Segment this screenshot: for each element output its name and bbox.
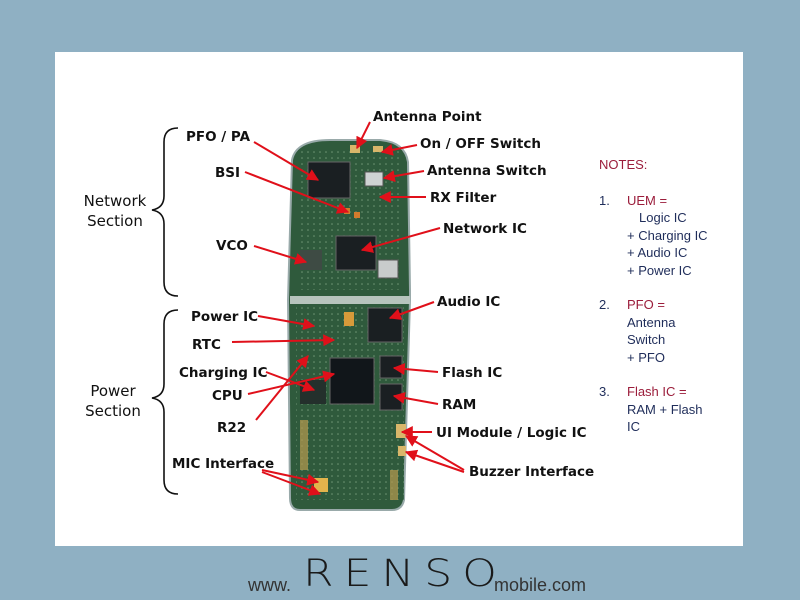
arrow-vco [253,245,308,265]
label-rtc: RTC [192,337,221,353]
label-flash-ic: Flash IC [442,365,502,381]
arrow-antenna-switch [382,170,425,183]
arrow-r22 [255,355,309,421]
cpu-chip [329,357,375,405]
note-line: + Audio IC [627,245,688,260]
note-line: Switch [627,332,666,347]
note-line: + Charging IC [627,227,708,243]
note-name: UEM = [627,192,668,208]
label-r22: R22 [217,420,246,436]
arrow-charging-ic [265,371,316,392]
label-antenna-point: Antenna Point [373,109,482,125]
arrow-flash-ic [392,363,439,375]
arrow-network-ic [360,227,441,253]
note-line: + Power IC [627,262,692,278]
arrow-ram [392,392,439,405]
arrow-pfo-pa [253,141,320,181]
arrow-buzzer-1 [404,435,465,471]
flash-ic-chip [379,355,403,379]
label-audio-ic: Audio IC [437,294,500,310]
label-cpu: CPU [212,388,243,404]
charging-ic-part [300,380,326,404]
arrow-audio-ic [388,301,435,320]
network-bracket [151,127,179,297]
notes-heading: NOTES: [599,157,648,172]
note-name: Flash IC = [627,384,687,399]
note-number: 1. [599,192,610,208]
arrow-buzzer-2 [404,449,465,473]
label-buzzer-interface: Buzzer Interface [469,464,594,480]
label-pfo-pa: PFO / PA [186,129,251,145]
label-network-ic: Network IC [443,221,527,237]
label-ui-module: UI Module / Logic IC [436,425,587,441]
callout-arrows [231,121,465,496]
label-on-off-switch: On / OFF Switch [420,136,541,152]
label-power-ic: Power IC [191,309,258,325]
power-section-label-2: Section [85,402,141,420]
arrow-cpu [247,370,336,395]
arrow-on-off [380,143,418,156]
audio-ic-chip [367,307,403,343]
vco-part [300,250,322,270]
note-number: 2. [599,297,610,312]
arrow-mic-2 [261,471,322,496]
arrow-bsi [244,171,350,214]
note-number: 3. [599,384,610,399]
arrow-antenna-point [356,121,371,150]
on-off-pad [373,146,383,152]
power-section-label-1: Power [90,382,136,400]
power-ic-part [344,312,354,326]
notes-panel: NOTES: 1. UEM = Logic IC + Charging IC +… [599,156,739,453]
arrow-mic-1 [261,469,320,486]
label-vco: VCO [216,238,248,254]
label-rx-filter: RX Filter [430,190,497,206]
label-bsi: BSI [215,165,240,181]
board-divider [290,296,410,304]
power-bracket [151,309,179,495]
note-item: 3. Flash IC = RAM + Flash IC [599,383,739,436]
note-name: PFO = [627,297,665,312]
label-antenna-switch: Antenna Switch [427,163,547,179]
label-charging-ic: Charging IC [179,365,268,381]
network-ic-chip [335,235,377,271]
footer-brand-logo: RENSO [303,552,507,596]
note-item: 1. UEM = Logic IC + Charging IC + Audio … [599,192,739,280]
note-line: Antenna [627,314,676,330]
note-line: IC [627,419,640,434]
note-item: 2. PFO = Antenna Switch + PFO [599,296,739,366]
network-section-label-1: Network [84,192,147,210]
footer-suffix: mobile.com [494,575,587,595]
label-mic-interface: MIC Interface [172,456,274,472]
note-line: + PFO [627,349,665,365]
mic-pad [314,478,328,492]
label-ram: RAM [442,397,476,413]
antenna-switch-part [364,171,384,187]
antenna-point-pad [350,145,360,153]
arrow-power-ic [257,315,316,331]
pfo-pa-chip [307,161,351,199]
footer-prefix: www. [248,575,292,595]
crystal-part [377,259,399,279]
buzzer-pad [398,446,406,456]
note-line: Logic IC [639,210,687,225]
network-section-label-2: Section [87,212,143,230]
arrow-rtc [231,334,336,347]
note-line: RAM + Flash [627,401,703,417]
